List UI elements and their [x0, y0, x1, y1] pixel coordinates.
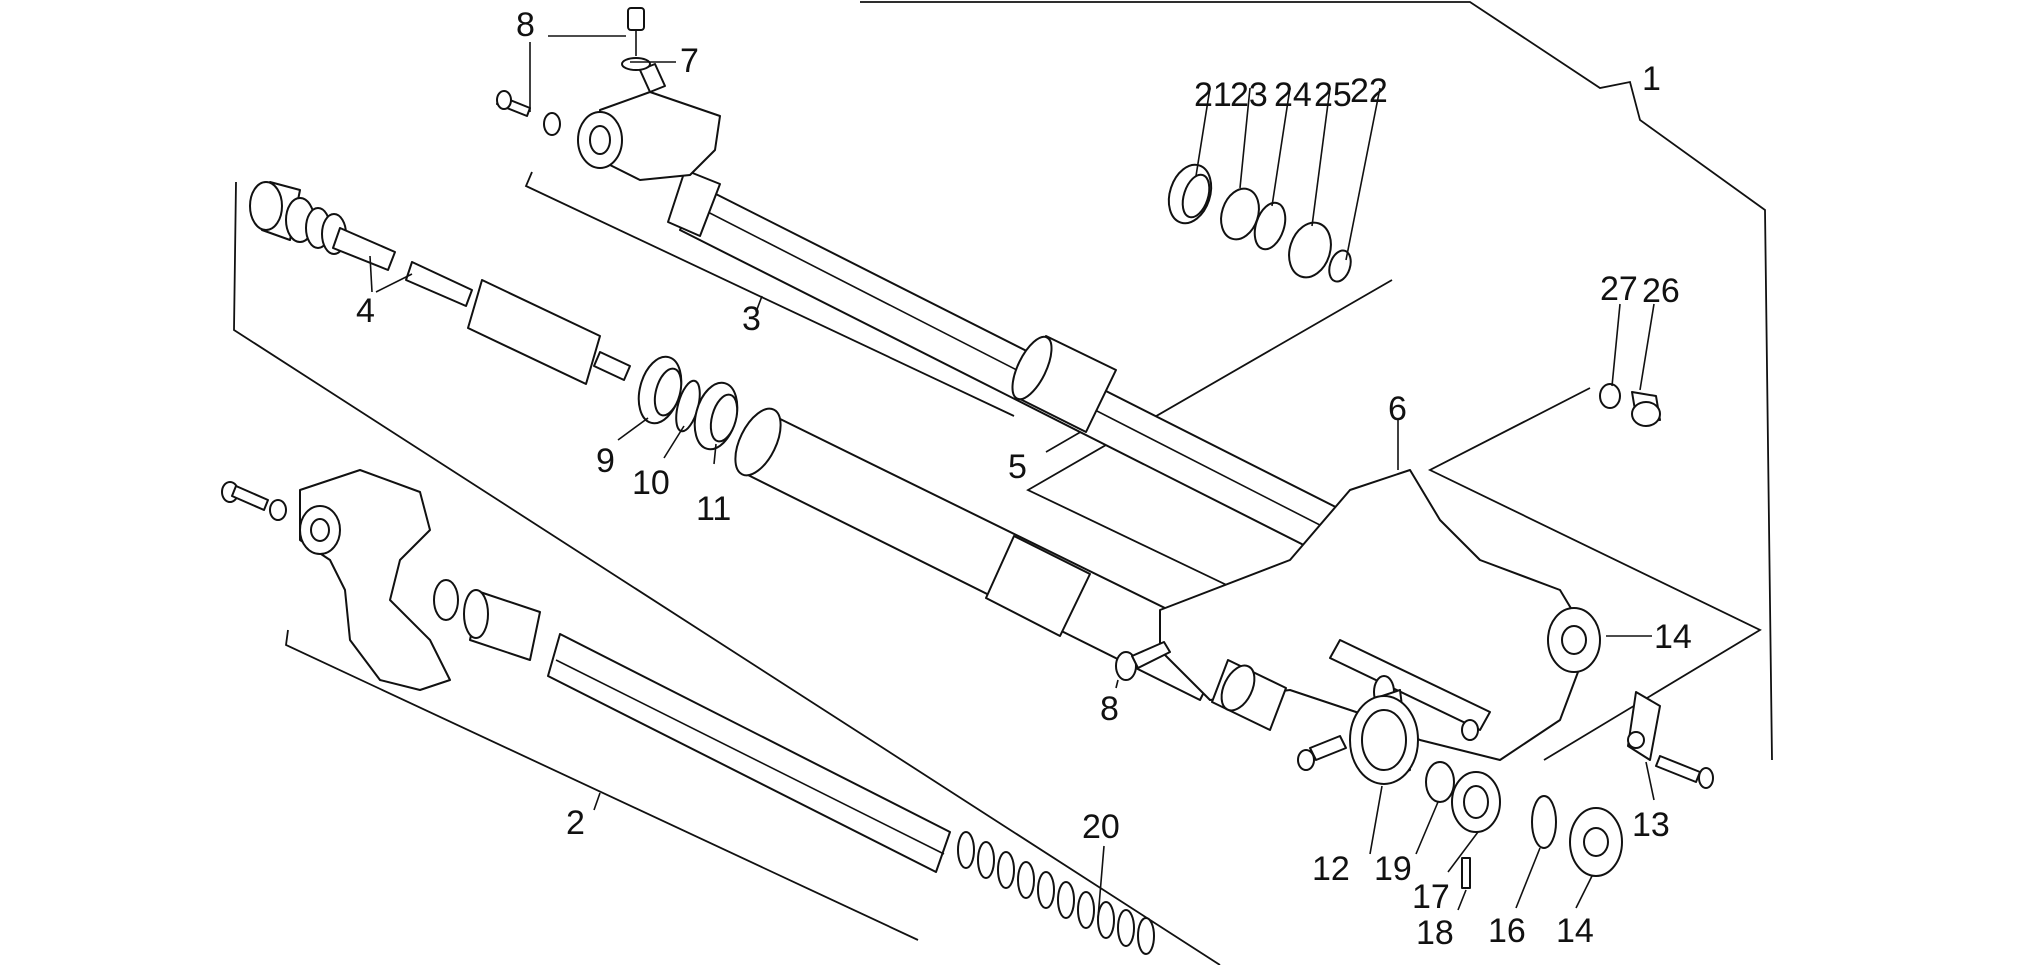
- bracket-1: [860, 1, 1773, 761]
- bracket-5: [1026, 279, 1393, 601]
- bracket-6: [1427, 387, 1762, 761]
- seal-stack-21-25: [1167, 163, 1352, 283]
- fork-foot-casting: [1159, 469, 1601, 761]
- callout-26: 26: [1642, 272, 1680, 310]
- leader-5: [1045, 429, 1085, 453]
- outer-slider-group: [221, 469, 951, 873]
- callout-23: 23: [1230, 76, 1268, 114]
- callout-19: 19: [1374, 850, 1412, 888]
- callout-21: 21: [1194, 76, 1232, 114]
- callout-5: 5: [1008, 448, 1027, 486]
- leader-lines: [369, 35, 1655, 919]
- callout-20: 20: [1082, 808, 1120, 846]
- leader-3: [755, 295, 763, 313]
- callout-14-right: 14: [1654, 618, 1692, 656]
- callout-22: 22: [1350, 72, 1388, 110]
- cap-26-washer-27: [1599, 383, 1661, 427]
- damper-rod: [249, 181, 631, 385]
- leader-2: [593, 792, 601, 811]
- callout-7: 7: [680, 42, 699, 80]
- callout-labels: 1 2 3 4 5 6 7 8 8 9 10 11 12 13 14 14 16…: [356, 6, 1692, 952]
- callout-8-lower: 8: [1100, 690, 1119, 728]
- bracket-2: [285, 629, 919, 941]
- callout-4: 4: [356, 292, 375, 330]
- seal-set-9-10-11: [637, 355, 739, 451]
- callout-18: 18: [1416, 914, 1454, 952]
- callout-11: 11: [696, 490, 731, 528]
- inner-tube: [734, 407, 1231, 701]
- bracket-3: [524, 171, 1015, 417]
- callout-9: 9: [596, 442, 615, 480]
- callout-24: 24: [1274, 76, 1312, 114]
- top-bolt-assembly: [496, 7, 651, 136]
- callout-14-bottom: 14: [1556, 912, 1594, 950]
- spring-20: [957, 831, 1155, 955]
- lower-bolt-8: [1115, 641, 1171, 681]
- callout-16: 16: [1488, 912, 1526, 950]
- callout-25: 25: [1314, 76, 1352, 114]
- assembly-brackets: [233, 1, 1773, 965]
- callout-12: 12: [1312, 850, 1350, 888]
- callout-3: 3: [742, 300, 761, 338]
- bracket-4: [233, 181, 1221, 965]
- callout-27: 27: [1600, 270, 1638, 308]
- callout-10: 10: [632, 464, 670, 502]
- axle-parts: [1297, 689, 1714, 889]
- callout-8-top: 8: [516, 6, 535, 44]
- callout-2: 2: [566, 804, 585, 842]
- callout-13: 13: [1632, 806, 1670, 844]
- callout-6: 6: [1388, 390, 1407, 428]
- callout-17: 17: [1412, 878, 1450, 916]
- upper-fork-tube: [577, 63, 1501, 635]
- callout-1: 1: [1642, 60, 1661, 98]
